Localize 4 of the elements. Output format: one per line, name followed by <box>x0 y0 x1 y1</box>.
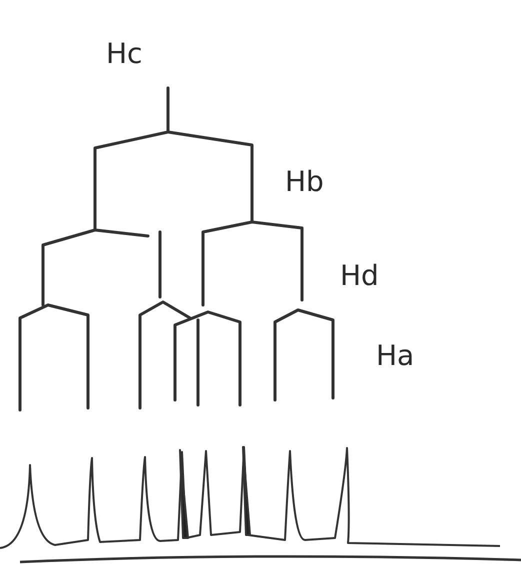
coupling-label: Ha <box>376 342 414 370</box>
coupling-label: Hb <box>285 168 324 196</box>
coupling-label: Hc <box>106 40 142 68</box>
coupling-label: Hd <box>340 262 379 290</box>
